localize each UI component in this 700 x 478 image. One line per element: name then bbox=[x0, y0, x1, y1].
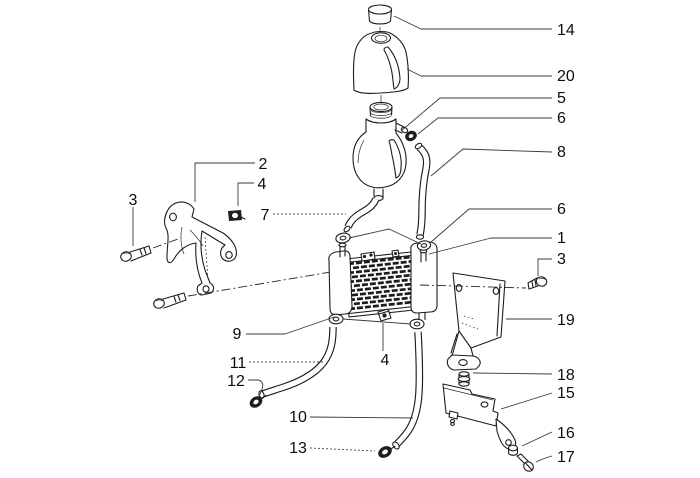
callout-labels: 14 20 5 6 8 6 1 3 19 18 15 16 17 2 4 3 7… bbox=[129, 22, 575, 466]
callout-19: 19 bbox=[557, 312, 575, 329]
part-hose-tank-to-radiator bbox=[343, 197, 380, 233]
callout-9: 9 bbox=[233, 326, 242, 343]
part-bolt-upper-left bbox=[120, 238, 179, 262]
part-bracket-rear bbox=[446, 272, 506, 371]
part-screw-17 bbox=[516, 453, 534, 472]
part-nut-16 bbox=[507, 444, 519, 456]
part-bolt-right bbox=[419, 276, 548, 290]
part-hose-lower-left bbox=[258, 326, 337, 399]
callout-4-lower: 4 bbox=[381, 352, 390, 369]
part-tank-cap bbox=[367, 4, 393, 33]
callout-4-upper: 4 bbox=[258, 176, 267, 193]
callout-14: 14 bbox=[557, 22, 575, 39]
callout-17: 17 bbox=[557, 449, 575, 466]
part-tank-body bbox=[352, 118, 409, 201]
callout-8: 8 bbox=[557, 144, 566, 161]
callout-3-right: 3 bbox=[557, 251, 566, 268]
part-bracket-front bbox=[164, 201, 237, 296]
part-grommet-nozzle bbox=[405, 130, 417, 142]
callout-20: 20 bbox=[557, 68, 575, 85]
part-bracket-lower bbox=[442, 383, 517, 450]
callout-13: 13 bbox=[289, 440, 307, 457]
part-bolt-lower-left bbox=[153, 271, 332, 309]
part-tank-neck bbox=[369, 101, 393, 119]
callout-15: 15 bbox=[557, 385, 575, 402]
callout-6-upper: 6 bbox=[557, 110, 566, 127]
callout-3-left: 3 bbox=[129, 192, 138, 209]
part-tank-upper-shell bbox=[352, 30, 409, 104]
part-nut-radiator bbox=[377, 308, 392, 322]
callout-5: 5 bbox=[557, 90, 566, 107]
callout-16: 16 bbox=[557, 425, 575, 442]
callout-6-lower: 6 bbox=[557, 201, 566, 218]
callout-12: 12 bbox=[227, 373, 245, 390]
part-grommets-bottom bbox=[328, 313, 425, 330]
callout-18: 18 bbox=[557, 367, 575, 384]
callout-11: 11 bbox=[230, 355, 247, 372]
callout-2: 2 bbox=[259, 156, 268, 173]
part-clamp-13 bbox=[378, 445, 396, 458]
part-nut-bracket bbox=[228, 210, 246, 221]
leader-lines bbox=[132, 15, 553, 463]
part-hose-lower-right bbox=[392, 331, 424, 450]
part-clamp-12 bbox=[249, 394, 267, 408]
callout-7: 7 bbox=[261, 207, 270, 224]
part-mount-bushing bbox=[457, 371, 471, 387]
callout-1: 1 bbox=[557, 230, 566, 247]
part-hose-overflow bbox=[414, 142, 431, 240]
callout-10: 10 bbox=[289, 409, 307, 426]
part-grommets-top bbox=[335, 232, 432, 251]
